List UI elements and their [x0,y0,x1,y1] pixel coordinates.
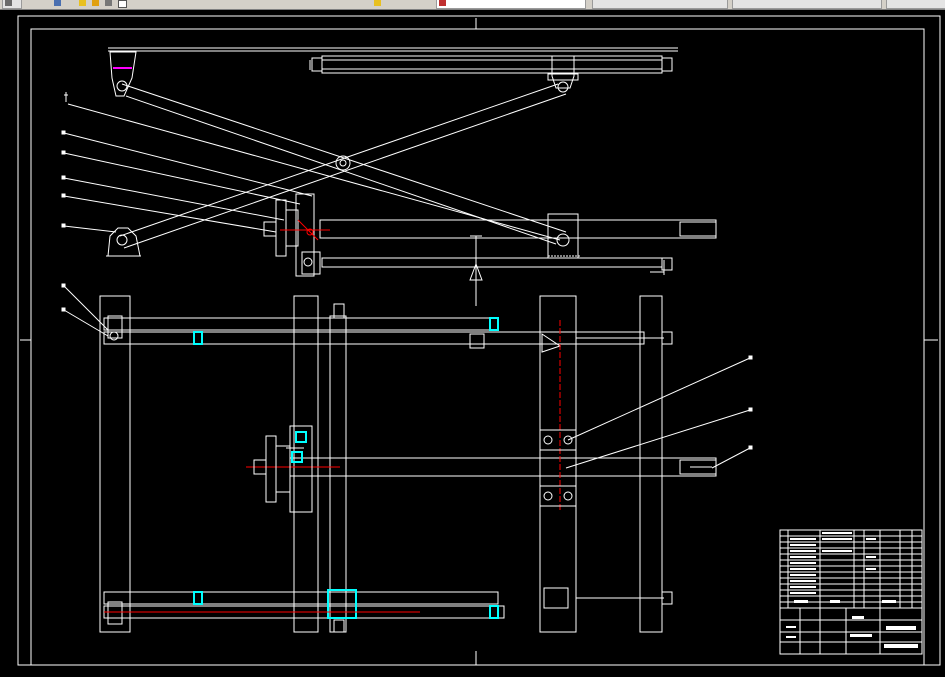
scissor-arm-b1 [119,83,559,237]
parts-list-table [780,530,922,609]
color-icon [117,0,127,8]
top-slide-bracket [551,55,575,89]
taskbar-window-1[interactable] [436,0,586,9]
layer-state-icon [374,0,381,6]
taskbar-app-button[interactable] [2,0,22,9]
taskbar-window-4[interactable] [886,0,945,9]
centering-marks [20,18,938,665]
drawing-border [30,28,925,666]
sun-icon [91,0,99,6]
title-block [779,529,923,655]
base-frame-plan [99,295,717,633]
scissor-lift-elevation [67,47,717,306]
channel-4 [539,295,577,633]
taskbar-toolbar-group[interactable] [46,0,176,8]
part-callouts-upper [61,92,313,233]
lower-rail [103,591,499,605]
scissor-center-pivot [335,155,351,171]
taskbar-window-3[interactable] [732,0,882,9]
layers-icon [54,0,61,6]
bottom-fixed-bracket [107,227,141,257]
taskbar-layer-dropdown[interactable] [372,0,422,8]
app-icon [5,0,12,6]
upper-rail [103,317,499,331]
bottom-slide-bracket [547,213,579,259]
sheet-outer-frame [17,15,941,666]
taskbar [0,0,945,10]
part-callouts-lower [61,283,753,469]
taskbar-window-2[interactable] [592,0,728,9]
center-drive-shaft [289,457,717,477]
lightbulb-icon [78,0,86,6]
lock-icon [104,0,112,6]
drawing-icon [439,0,446,6]
upper-slide-tube [321,55,663,74]
cad-drawing-canvas[interactable] [0,9,945,677]
motor-pulley [253,425,313,513]
assembly-drawing [17,15,941,666]
lower-slide-tube [319,219,717,239]
right-channel [639,295,663,633]
channel-3 [329,315,347,633]
left-channel [99,295,131,633]
channel-2 [293,295,319,633]
top-fixed-bracket [109,51,137,97]
